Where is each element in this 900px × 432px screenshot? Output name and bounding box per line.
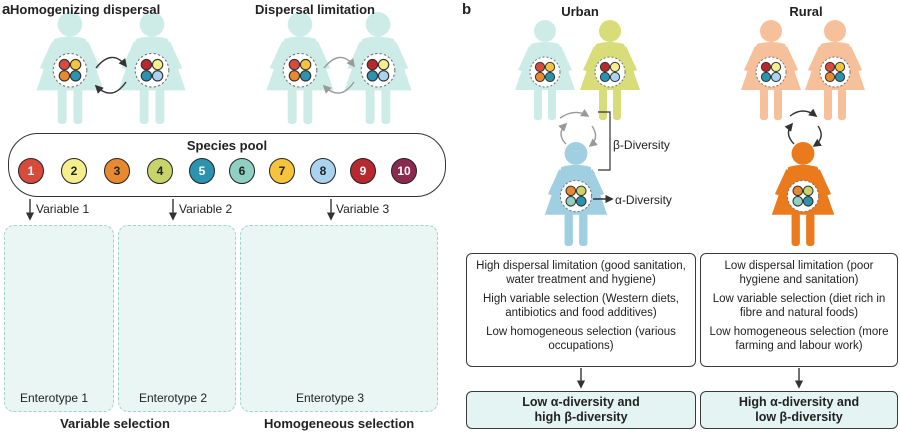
species-4: 4 bbox=[147, 158, 173, 184]
exchange-arrow bbox=[94, 81, 127, 94]
homogenizing-dispersal-title: Homogenizing dispersal bbox=[10, 2, 161, 17]
urban-factors-box: High dispersal limitation (good sanitati… bbox=[466, 253, 696, 367]
rural-title: Rural bbox=[789, 4, 823, 19]
enterotype-1-label: Enterotype 1 bbox=[20, 391, 89, 405]
species-5: 5 bbox=[189, 158, 215, 184]
woman-figure bbox=[118, 12, 186, 124]
beta-diversity-bracket bbox=[598, 111, 611, 171]
urban-factor-3: Low homogeneous selection (various occup… bbox=[486, 326, 676, 352]
rural-exchange-arrow bbox=[789, 108, 818, 118]
rural-factors-box: Low dispersal limitation (poor hygiene a… bbox=[700, 253, 898, 367]
enterotype-3-label: Enterotype 3 bbox=[296, 391, 365, 405]
species-8: 8 bbox=[310, 158, 336, 184]
variable-selection-label: Variable selection bbox=[60, 416, 170, 431]
variable-label-1: Variable 1 bbox=[36, 202, 90, 216]
panel-b-letter: b bbox=[462, 1, 472, 18]
rural-woman-figure bbox=[741, 20, 801, 120]
rural-factor-2: Low variable selection (diet rich in fib… bbox=[712, 293, 886, 319]
rural-exchange-arrow bbox=[812, 125, 822, 147]
variable-label-3: Variable 3 bbox=[336, 202, 390, 216]
species-9: 9 bbox=[350, 158, 376, 184]
exchange-arrow bbox=[95, 56, 128, 69]
urban-woman-figure bbox=[515, 20, 575, 120]
urban-factor-2: High variable selection (Western diets, … bbox=[482, 293, 680, 319]
rural-exchange-arrow bbox=[784, 122, 795, 145]
species-1: 1 bbox=[18, 158, 44, 184]
woman-figure bbox=[266, 12, 334, 124]
urban-woman-child-figure bbox=[544, 142, 608, 246]
urban-exchange-arrow bbox=[559, 108, 590, 119]
enterotype-1-group bbox=[4, 225, 114, 412]
urban-factor-1: High dispersal limitation (good sanitati… bbox=[476, 260, 686, 286]
variable-label-2: Variable 2 bbox=[179, 202, 233, 216]
urban-title: Urban bbox=[561, 4, 599, 19]
rural-result-box: High α-diversity and low β-diversity bbox=[700, 391, 898, 429]
urban-exchange-arrow bbox=[558, 122, 568, 145]
species-pool-label: Species pool bbox=[186, 138, 268, 153]
species-6: 6 bbox=[229, 158, 255, 184]
enterotype-2-label: Enterotype 2 bbox=[139, 391, 208, 405]
species-2: 2 bbox=[61, 158, 87, 184]
species-10: 10 bbox=[391, 158, 417, 184]
rural-result-text: High α-diversity and low β-diversity bbox=[738, 395, 860, 424]
urban-result-box: Low α-diversity and high β-diversity bbox=[466, 391, 696, 429]
woman-figure bbox=[36, 12, 104, 124]
rural-woman-child-figure bbox=[771, 142, 835, 246]
species-7: 7 bbox=[269, 158, 295, 184]
rural-factor-3: Low homogeneous selection (more farming … bbox=[709, 326, 889, 352]
urban-exchange-arrow bbox=[588, 125, 598, 148]
enterotype-2-group bbox=[118, 225, 236, 412]
beta-diversity-label: β-Diversity bbox=[613, 138, 670, 152]
panel-a-letter: a bbox=[2, 1, 11, 18]
limited-exchange-arrow bbox=[323, 56, 356, 69]
enterotype-3-group bbox=[240, 225, 438, 412]
rural-woman-figure bbox=[805, 20, 865, 120]
urban-woman-figure bbox=[580, 20, 640, 120]
urban-result-text: Low α-diversity and high β-diversity bbox=[522, 395, 640, 424]
rural-factor-1: Low dispersal limitation (poor hygiene a… bbox=[724, 260, 874, 286]
homogeneous-selection-label: Homogeneous selection bbox=[264, 416, 415, 431]
dispersal-limitation-title: Dispersal limitation bbox=[255, 2, 375, 17]
woman-figure bbox=[344, 12, 412, 124]
species-3: 3 bbox=[104, 158, 130, 184]
alpha-diversity-label: α-Diversity bbox=[615, 193, 672, 207]
limited-exchange-arrow bbox=[322, 81, 355, 94]
